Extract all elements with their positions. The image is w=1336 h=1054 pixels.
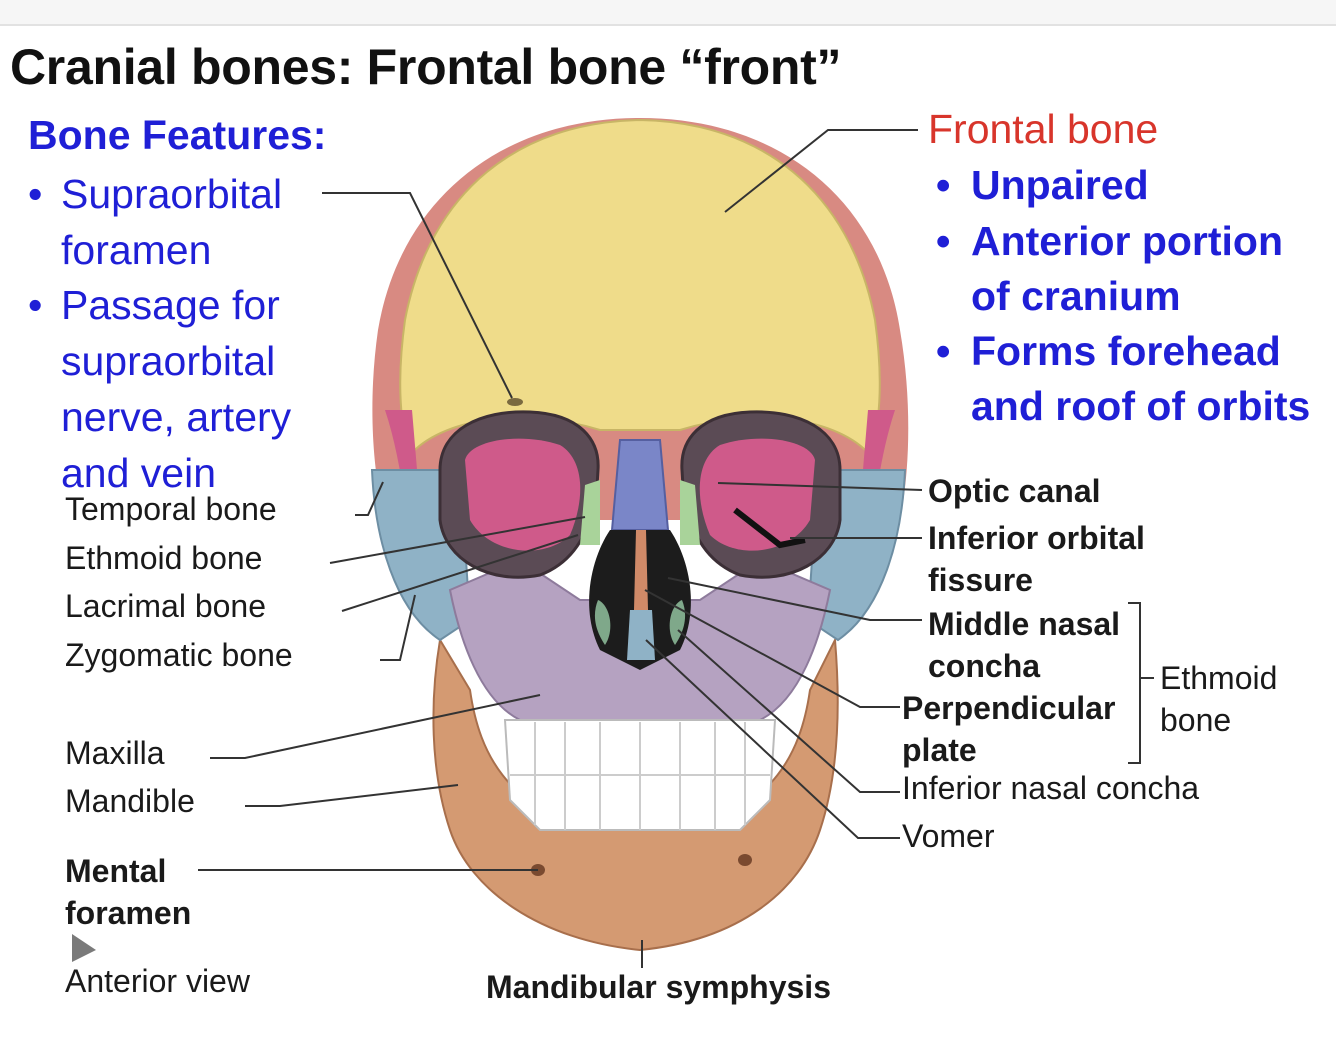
label-middle-nasal-concha: Middle nasal concha [928, 603, 1120, 687]
label-inferior-orbital-fissure: Inferior orbital fissure [928, 517, 1145, 601]
feature-text: Passage for supraorbital nerve, artery a… [61, 277, 291, 501]
frontal-bullet-text: Unpaired [971, 158, 1149, 213]
bullet-marker: • [936, 158, 950, 213]
label-ethmoid-bone: Ethmoid bone [65, 537, 262, 579]
bullet-marker: • [936, 214, 950, 269]
orbit-left-inner [465, 439, 580, 551]
frontal-bullet-text: Forms forehead and roof of orbits [971, 324, 1310, 434]
label-inferior-nasal-concha: Inferior nasal concha [902, 767, 1199, 809]
frontal-bullet-unpaired: • Unpaired [936, 158, 1149, 213]
vomer-region [627, 610, 655, 660]
label-optic-canal: Optic canal [928, 470, 1101, 512]
label-ethmoid-bone-group: Ethmoid bone [1160, 657, 1277, 741]
frontal-bullet-forehead: • Forms forehead and roof of orbits [936, 324, 1310, 434]
bullet-marker: • [28, 277, 42, 333]
orbit-right-inner [700, 439, 815, 551]
nasal-bone [612, 440, 668, 530]
feature-supraorbital-foramen: • Supraorbital foramen [28, 166, 282, 278]
label-mental-foramen: Mental foramen [65, 850, 191, 934]
label-lacrimal-bone: Lacrimal bone [65, 585, 266, 627]
label-mandible: Mandible [65, 780, 195, 822]
mental-foramen-right-mark [738, 854, 752, 866]
label-mandibular-symphysis: Mandibular symphysis [486, 966, 831, 1008]
feature-text: Supraorbital foramen [61, 166, 282, 278]
label-perpendicular-plate: Perpendicular plate [902, 687, 1115, 771]
feature-passage: • Passage for supraorbital nerve, artery… [28, 277, 291, 501]
bone-features-heading: Bone Features: [28, 112, 326, 159]
label-zygomatic-bone: Zygomatic bone [65, 634, 293, 676]
label-temporal-bone: Temporal bone [65, 488, 277, 530]
frontal-bullet-text: Anterior portion of cranium [971, 214, 1283, 324]
perpendicular-plate-region [634, 530, 648, 610]
label-vomer: Vomer [902, 815, 994, 857]
frontal-bullet-anterior: • Anterior portion of cranium [936, 214, 1283, 324]
frontal-bone-heading: Frontal bone [928, 106, 1158, 153]
bullet-marker: • [936, 324, 950, 379]
mouse-cursor-icon [70, 932, 100, 972]
bullet-marker: • [28, 166, 42, 222]
label-maxilla: Maxilla [65, 732, 165, 774]
supraorbital-foramen-mark [507, 398, 523, 406]
